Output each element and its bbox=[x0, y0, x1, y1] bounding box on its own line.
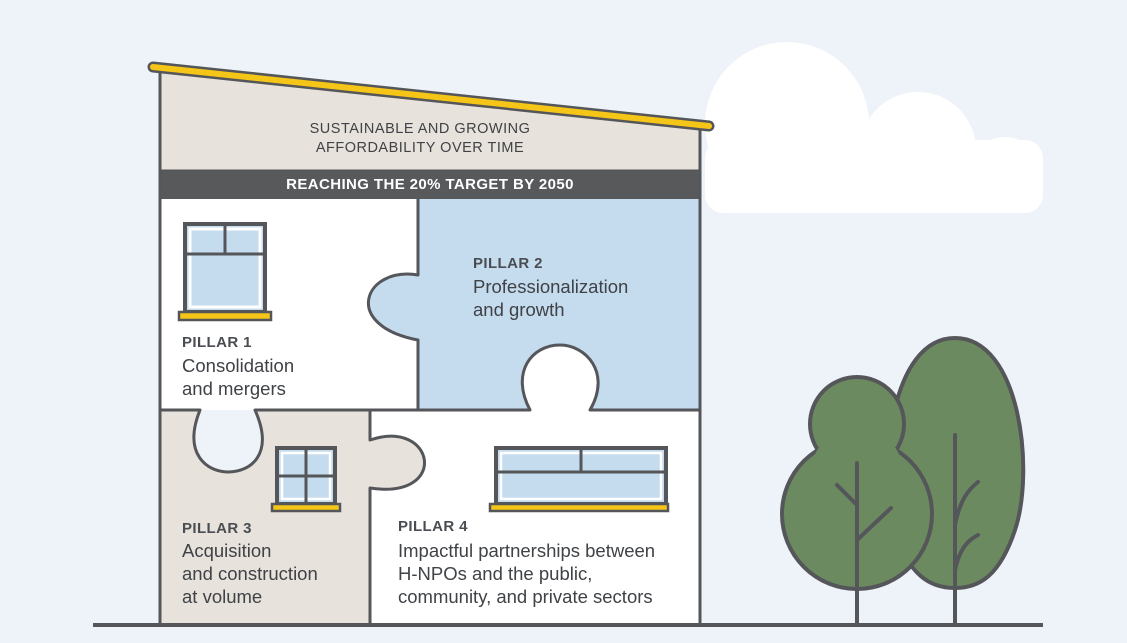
pillar-4-heading: PILLAR 4 bbox=[398, 518, 468, 535]
pillar-3-piece bbox=[160, 410, 425, 625]
window-icon bbox=[177, 222, 273, 322]
pillar-4-description: Impactful partnerships between H-NPOs an… bbox=[398, 540, 656, 607]
window-icon bbox=[270, 446, 342, 513]
pillar-1-description: Consolidation and mergers bbox=[182, 355, 295, 399]
roof-title-line2: AFFORDABILITY OVER TIME bbox=[315, 140, 525, 156]
tree-icon bbox=[780, 375, 934, 627]
target-band-label: REACHING THE 20% TARGET BY 2050 bbox=[286, 176, 574, 193]
target-band bbox=[160, 171, 700, 199]
pillar-2-heading: PILLAR 2 bbox=[473, 255, 543, 272]
window-icon bbox=[488, 446, 670, 513]
cloud-icon bbox=[705, 42, 1043, 213]
pillar-2-piece bbox=[368, 199, 700, 410]
puzzle-outlines bbox=[158, 70, 702, 625]
pillar-2-description: Professionalization and growth bbox=[473, 276, 629, 320]
roof-title-line1: SUSTAINABLE AND GROWING bbox=[309, 121, 531, 137]
pillar-1-heading: PILLAR 1 bbox=[182, 334, 252, 351]
pillar-3-description: Acquisition and construction at volume bbox=[182, 540, 318, 607]
pillar-3-heading: PILLAR 3 bbox=[182, 520, 252, 537]
